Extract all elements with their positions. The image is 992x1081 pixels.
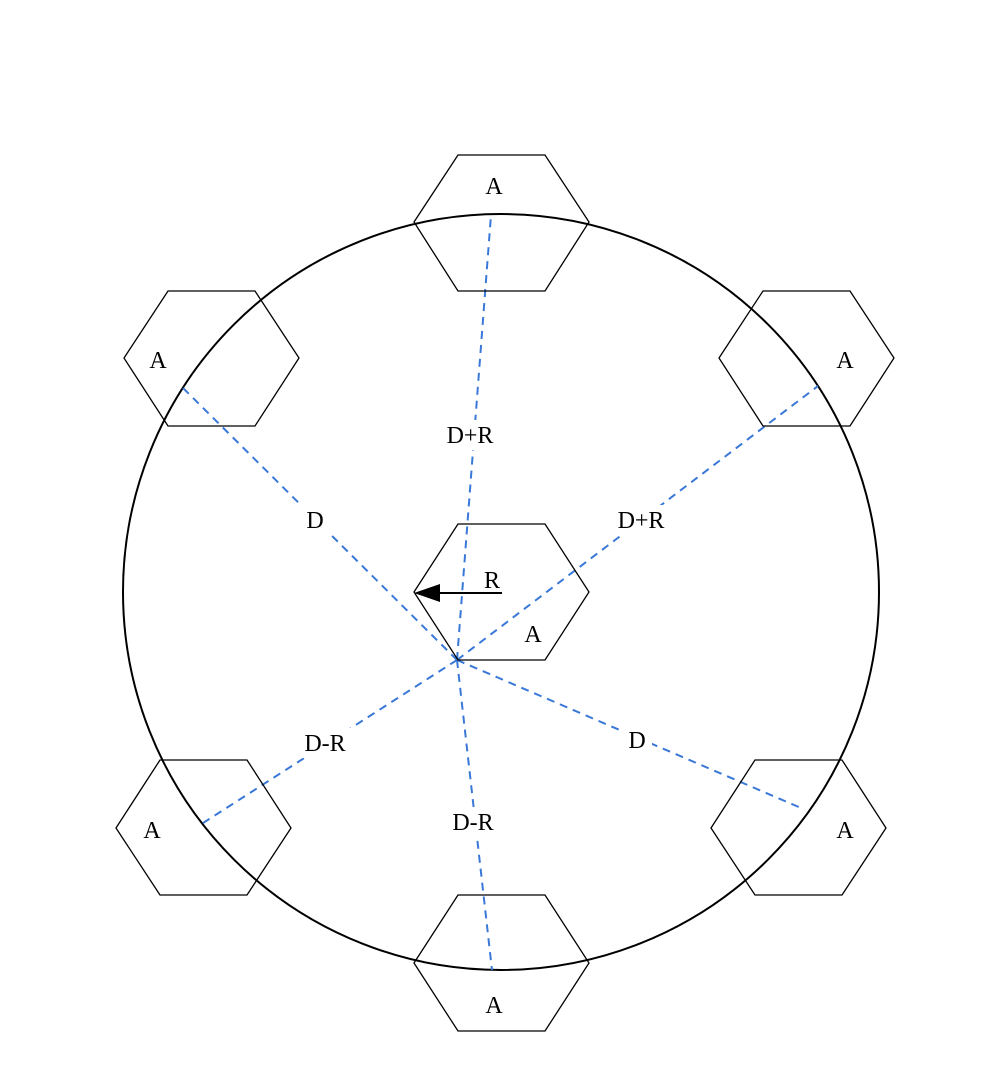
center-hexagon (413, 523, 590, 661)
hexagon-label-center: A (524, 622, 542, 648)
hexagon-label-lower-left: A (143, 818, 161, 844)
hexagon-label-top: A (485, 174, 503, 200)
distance-label-upper-left: D (306, 508, 323, 534)
hexagon-upper-left (123, 290, 300, 427)
hexagon-label-upper-left: A (149, 348, 167, 374)
distance-label-lower-right: D (628, 728, 645, 754)
radius-label: R (484, 568, 500, 594)
hexagon-label-upper-right: A (836, 348, 854, 374)
dashed-line-top (456, 214, 492, 661)
distance-label-top: D+R (447, 423, 494, 449)
hexagon-lower-right (710, 759, 887, 896)
hexagon-bottom (413, 894, 590, 1032)
hexagon-lower-left (115, 759, 292, 896)
hexagon-upper-right (718, 290, 895, 427)
hexagon-top (413, 154, 590, 292)
distance-label-lower-left: D-R (304, 731, 345, 757)
outer-circle (122, 213, 880, 971)
distance-label-bottom: D-R (452, 810, 493, 836)
hexagon-label-bottom: A (485, 993, 503, 1019)
radius-arrow (414, 584, 502, 602)
distance-label-upper-right: D+R (618, 508, 665, 534)
arrowhead-icon (414, 584, 440, 602)
hexagon-label-lower-right: A (836, 818, 854, 844)
